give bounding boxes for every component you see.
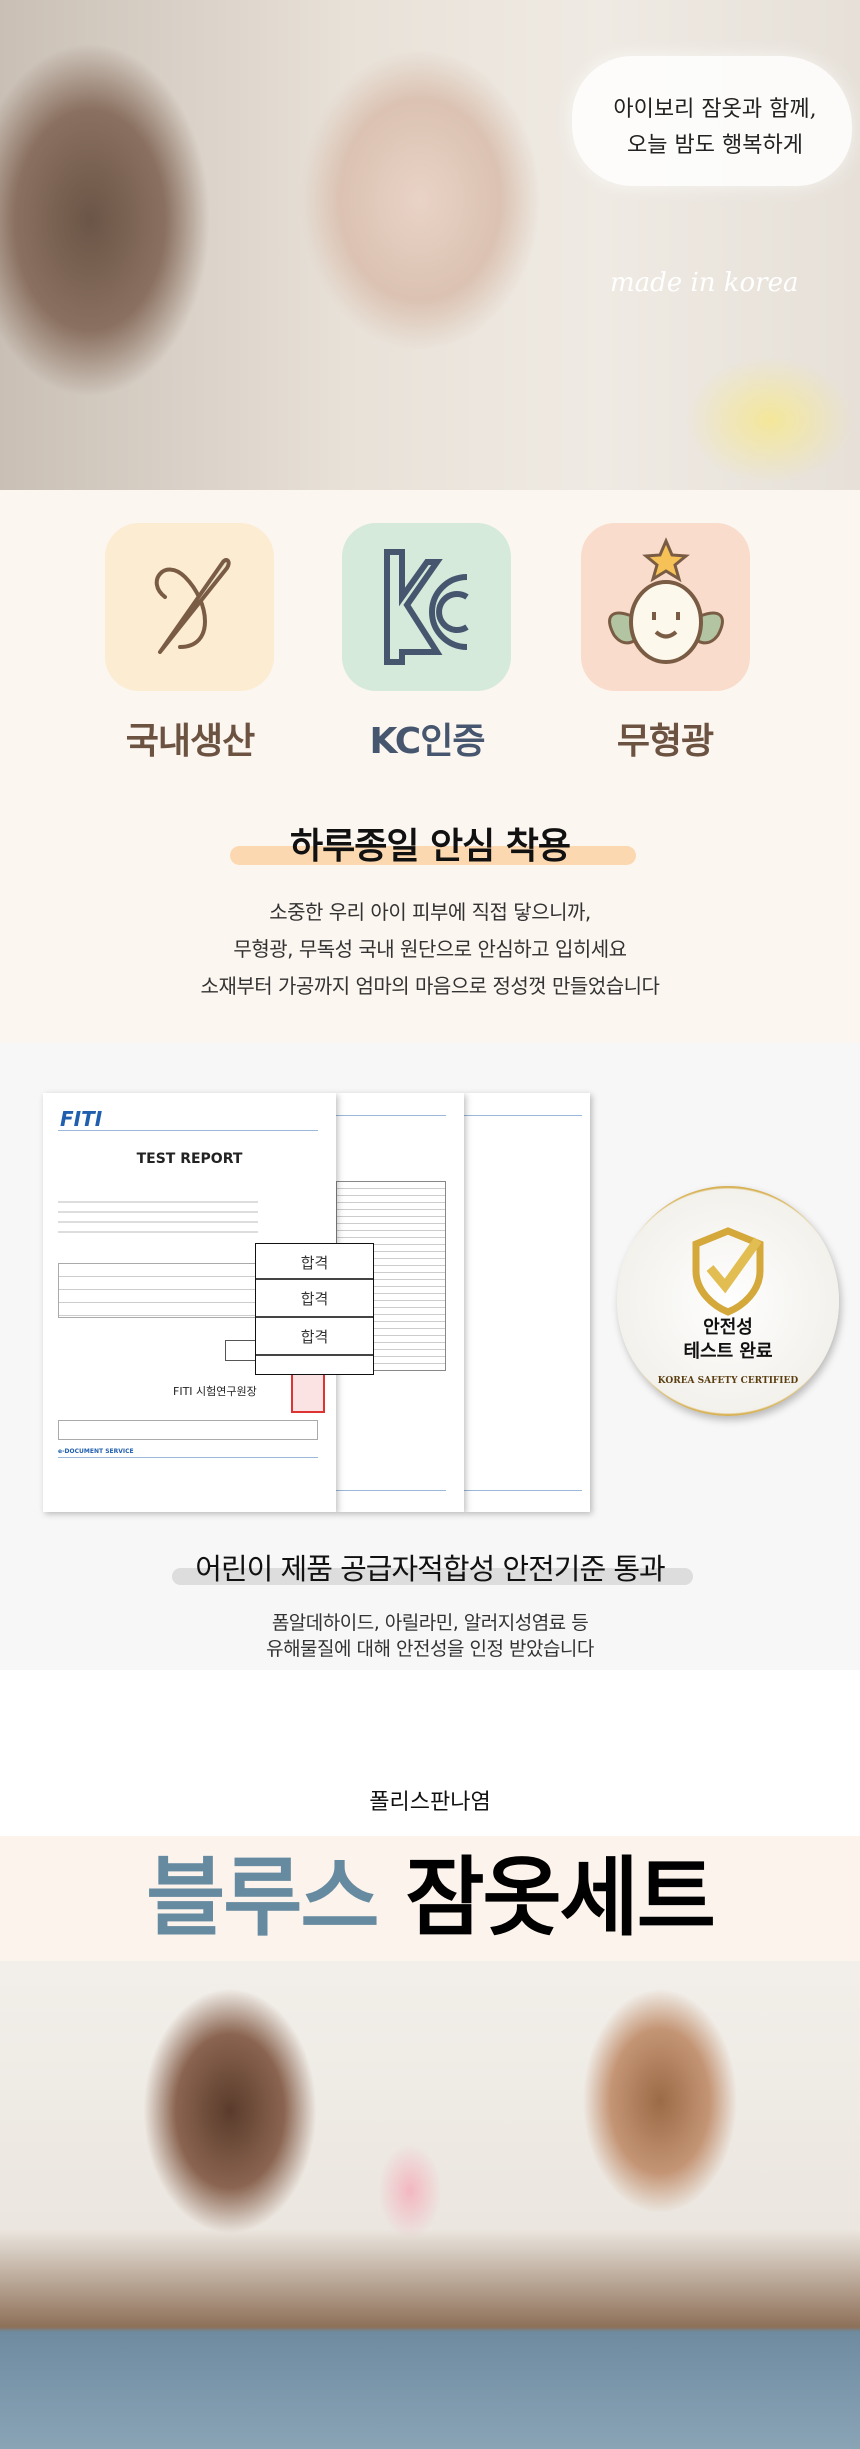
fabric-label: 폴리스판나염 bbox=[369, 1790, 491, 1815]
test-report-page-3 bbox=[464, 1093, 590, 1512]
product-title-rest: 잠옷세트 bbox=[405, 1848, 715, 1948]
safety-line-2: 무형광, 무독성 국내 원단으로 안심하고 입히세요 bbox=[233, 937, 627, 961]
badge-line-2: 테스트 완료 bbox=[683, 1341, 773, 1362]
speech-line-1: 아이보리 잠옷과 함께, bbox=[613, 97, 817, 122]
safety-title: 하루종일 안심 착용 bbox=[289, 826, 571, 867]
safety-certified-badge: 안전성 테스트 완료 KOREA SAFETY CERTIFIED bbox=[617, 1186, 839, 1416]
feature-label-nonfluorescent: 무형광 bbox=[616, 721, 714, 762]
feature-label-domestic: 국내생산 bbox=[125, 721, 255, 762]
smiley-sprout-icon bbox=[581, 523, 750, 691]
made-in-korea: made in korea bbox=[610, 268, 799, 298]
hero-photo: 아이보리 잠옷과 함께, 오늘 밤도 행복하게 made in korea bbox=[0, 0, 860, 490]
product-photo bbox=[0, 1961, 860, 2449]
kc-mark-icon bbox=[342, 523, 511, 691]
report-title: TEST REPORT bbox=[136, 1151, 243, 1167]
cert-line-1: 폼알데하이드, 아릴라민, 알러지성염료 등 bbox=[271, 1612, 589, 1634]
edoc-service: e-DOCUMENT SERVICE bbox=[58, 1448, 134, 1455]
institute-name: FITI 시험연구원장 bbox=[173, 1385, 257, 1398]
cert-title: 어린이 제품 공급자적합성 안전기준 통과 bbox=[195, 1552, 665, 1586]
feature-section: 국내생산 KC인증 무형광 하루종일 안심 착용 소중한 우리 아이 피부에 직… bbox=[0, 490, 860, 1043]
fiti-logo: FITI bbox=[60, 1107, 103, 1131]
institute-seal bbox=[291, 1373, 325, 1413]
speech-line-2: 오늘 밤도 행복하게 bbox=[627, 133, 803, 158]
shield-check-icon bbox=[692, 1227, 764, 1316]
result-1: 합격 bbox=[256, 1248, 373, 1280]
results-table: 합격 합격 합격 bbox=[255, 1243, 374, 1375]
product-title: 블루스 잠옷세트 bbox=[0, 1838, 860, 1958]
safety-line-1: 소중한 우리 아이 피부에 직접 닿으니까, bbox=[269, 900, 591, 924]
badge-ring-text: KOREA SAFETY CERTIFIED bbox=[657, 1376, 799, 1386]
badge-line-1: 안전성 bbox=[703, 1317, 753, 1338]
speech-bubble bbox=[572, 56, 852, 186]
safety-description: 소중한 우리 아이 피부에 직접 닿으니까, 무형광, 무독성 국내 원단으로 … bbox=[0, 894, 860, 1005]
product-title-accent: 블루스 bbox=[146, 1848, 379, 1948]
title-highlight bbox=[230, 846, 636, 865]
product-title-band bbox=[0, 1836, 860, 1961]
feature-label-kc: KC인증 bbox=[369, 721, 486, 762]
result-2: 합격 bbox=[256, 1280, 373, 1318]
safety-line-3: 소재부터 가공까지 엄마의 마음으로 정성껏 만들었습니다 bbox=[200, 974, 660, 998]
cert-line-2: 유해물질에 대해 안전성을 인정 받았습니다 bbox=[266, 1638, 594, 1660]
cert-description: 폼알데하이드, 아릴라민, 알러지성염료 등 유해물질에 대해 안전성을 인정 … bbox=[0, 1610, 860, 1662]
result-3: 합격 bbox=[256, 1318, 373, 1356]
cert-highlight bbox=[172, 1568, 693, 1585]
needle-icon bbox=[105, 523, 274, 691]
speech-text: 아이보리 잠옷과 함께, 오늘 밤도 행복하게 bbox=[580, 92, 850, 164]
